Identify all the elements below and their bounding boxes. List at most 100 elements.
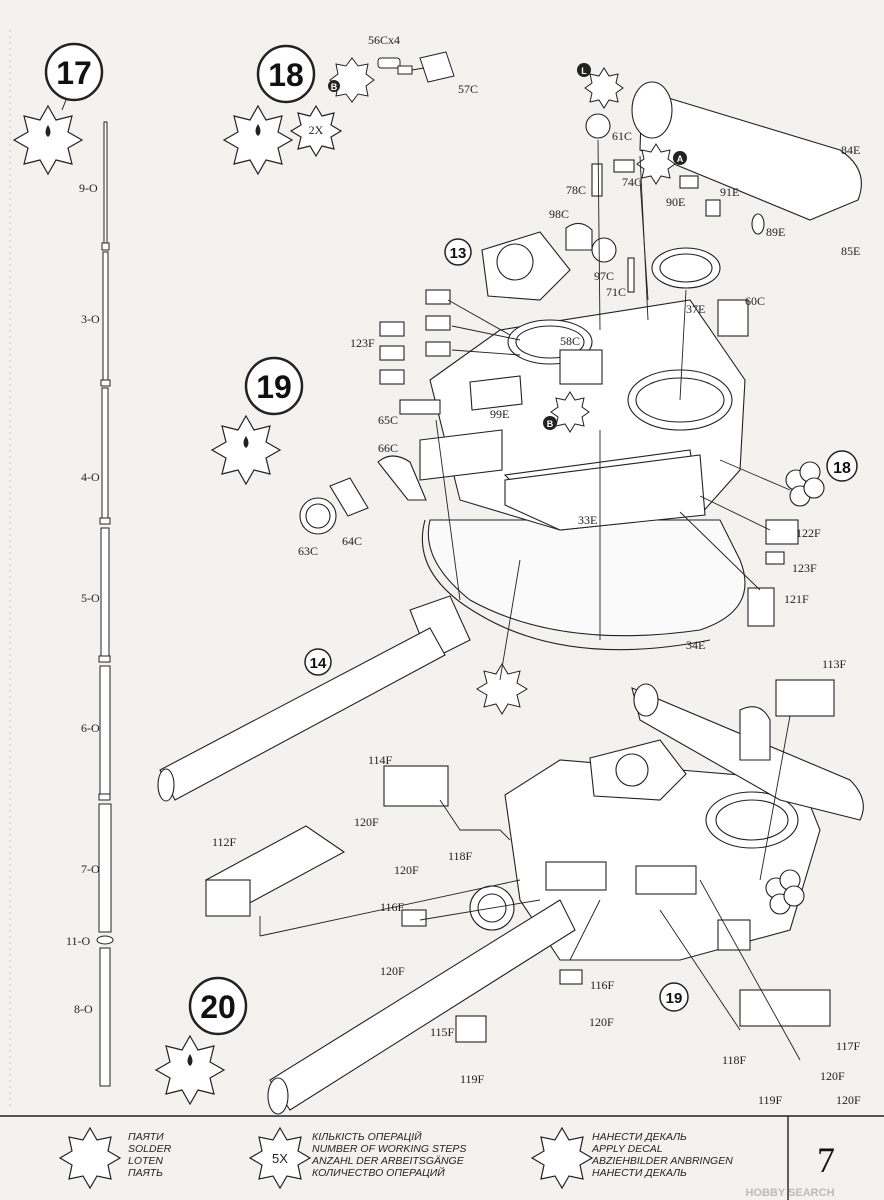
svg-text:122F: 122F (796, 526, 821, 540)
steps-count-icon (289, 104, 343, 158)
marker-l (577, 63, 591, 77)
svg-text:64C: 64C (342, 534, 362, 548)
svg-text:118F: 118F (448, 849, 473, 863)
svg-text:14: 14 (310, 655, 327, 672)
svg-text:18: 18 (833, 460, 851, 477)
svg-text:37E: 37E (686, 302, 705, 316)
svg-text:90E: 90E (666, 195, 685, 209)
marker-a (673, 151, 687, 165)
svg-text:120F: 120F (836, 1093, 861, 1107)
drop-icon (45, 125, 51, 137)
svg-text:112F: 112F (212, 835, 237, 849)
lower-turret-labels: 113F 114F 120F 118F 120F 112F 116F 120F … (212, 657, 861, 1107)
svg-text:B: B (547, 419, 554, 429)
watermark: HOBBY SEARCH (745, 1187, 834, 1199)
svg-text:115F: 115F (430, 1025, 455, 1039)
svg-text:56Cx4: 56Cx4 (368, 33, 400, 47)
solder-icon (58, 1126, 122, 1190)
svg-text:61C: 61C (612, 129, 632, 143)
svg-text:120F: 120F (394, 863, 419, 877)
svg-text:117F: 117F (836, 1039, 861, 1053)
step-number: 18 (268, 57, 304, 93)
svg-text:114F: 114F (368, 753, 393, 767)
upper-turret-labels: 61C 74C 78C 84E 85E 90E 91E 89E 98C 97C … (298, 129, 860, 652)
step-number: 20 (200, 989, 236, 1025)
step-18: 18 2X B 56Cx4 57C (222, 33, 478, 176)
svg-text:97C: 97C (594, 269, 614, 283)
svg-text:5X: 5X (272, 1151, 288, 1166)
svg-text:33E: 33E (578, 513, 597, 527)
upper-turret-assembly (157, 81, 862, 802)
step-badge (44, 42, 104, 102)
svg-text:8-O: 8-O (74, 1002, 93, 1016)
svg-text:КІЛЬКІСТЬ ОПЕРАЦІЙ: КІЛЬКІСТЬ ОПЕРАЦІЙ (312, 1130, 422, 1143)
svg-text:60C: 60C (745, 294, 765, 308)
svg-text:63C: 63C (298, 544, 318, 558)
step-19: 19 (210, 356, 304, 486)
svg-text:ANZAHL DER ARBEITSGÄNGE: ANZAHL DER ARBEITSGÄNGE (311, 1155, 465, 1167)
svg-text:89E: 89E (766, 225, 785, 239)
steps-count-icon (248, 1126, 312, 1190)
svg-text:85E: 85E (841, 244, 860, 258)
svg-text:123F: 123F (350, 336, 375, 350)
svg-text:91E: 91E (720, 185, 739, 199)
svg-text:78C: 78C (566, 183, 586, 197)
step-badge (188, 976, 248, 1036)
svg-text:13: 13 (450, 245, 467, 262)
svg-text:7-O: 7-O (81, 862, 100, 876)
svg-text:A: A (677, 154, 684, 164)
svg-text:65C: 65C (378, 413, 398, 427)
svg-text:121F: 121F (784, 592, 809, 606)
svg-text:B: B (331, 82, 338, 92)
svg-text:120F: 120F (380, 964, 405, 978)
lower-turret-assembly (204, 679, 864, 1115)
svg-text:34E: 34E (686, 638, 705, 652)
svg-text:119F: 119F (460, 1072, 485, 1086)
solder-icon (154, 1034, 226, 1106)
svg-text:116F: 116F (590, 978, 615, 992)
svg-text:74C: 74C (622, 175, 642, 189)
apply-decal-icon (530, 1126, 594, 1190)
antenna-labels: 9-O 3-O 4-O 5-O 6-O 7-O 11-O 8-O (66, 181, 100, 1016)
svg-text:84E: 84E (841, 143, 860, 157)
svg-text:116F: 116F (380, 900, 405, 914)
svg-text:57C: 57C (458, 82, 478, 96)
svg-text:APPLY DECAL: APPLY DECAL (591, 1143, 663, 1155)
svg-text:120F: 120F (354, 815, 379, 829)
svg-text:ПАЯТЬ: ПАЯТЬ (128, 1167, 163, 1179)
svg-text:НАНЕСТИ ДЕКАЛЬ: НАНЕСТИ ДЕКАЛЬ (592, 1167, 687, 1179)
svg-text:113F: 113F (822, 657, 847, 671)
marker-b (328, 80, 340, 92)
svg-text:6-O: 6-O (81, 721, 100, 735)
svg-text:5-O: 5-O (81, 591, 100, 605)
page-number: 7 (817, 1140, 835, 1180)
lower-arrows (259, 715, 801, 1061)
svg-text:19: 19 (666, 990, 683, 1007)
step-badge (256, 44, 316, 104)
solder-icon (222, 104, 294, 176)
svg-text:L: L (581, 66, 587, 76)
svg-text:99E: 99E (490, 407, 509, 421)
svg-text:НАНЕСТИ ДЕКАЛЬ: НАНЕСТИ ДЕКАЛЬ (592, 1131, 687, 1143)
svg-text:4-O: 4-O (81, 470, 100, 484)
svg-text:SOLDER: SOLDER (128, 1143, 172, 1155)
svg-text:120F: 120F (589, 1015, 614, 1029)
reference-badges: 13 14 18 (304, 238, 858, 715)
svg-text:11-O: 11-O (66, 934, 91, 948)
legend-footer: ПАЯТИ SOLDER LOTEN ПАЯТЬ 5X КІЛЬКІСТЬ ОП… (0, 1115, 884, 1200)
step-17: 17 9-O 3-O 4-O 5-O 6-O 7-O 11-O (9, 30, 114, 1110)
step-badge (244, 356, 304, 416)
svg-text:98C: 98C (549, 207, 569, 221)
marker-b (543, 416, 557, 430)
svg-text:66C: 66C (378, 441, 398, 455)
svg-text:58C: 58C (560, 334, 580, 348)
upper-markers: L A B (543, 63, 687, 433)
solder-icon (12, 104, 84, 176)
svg-text:123F: 123F (792, 561, 817, 575)
svg-text:LOTEN: LOTEN (128, 1155, 163, 1167)
svg-text:3-O: 3-O (81, 312, 100, 326)
svg-text:118F: 118F (722, 1053, 747, 1067)
svg-text:NUMBER OF WORKING STEPS: NUMBER OF WORKING STEPS (312, 1143, 466, 1155)
step-number: 19 (256, 369, 292, 405)
svg-text:119F: 119F (758, 1093, 783, 1107)
